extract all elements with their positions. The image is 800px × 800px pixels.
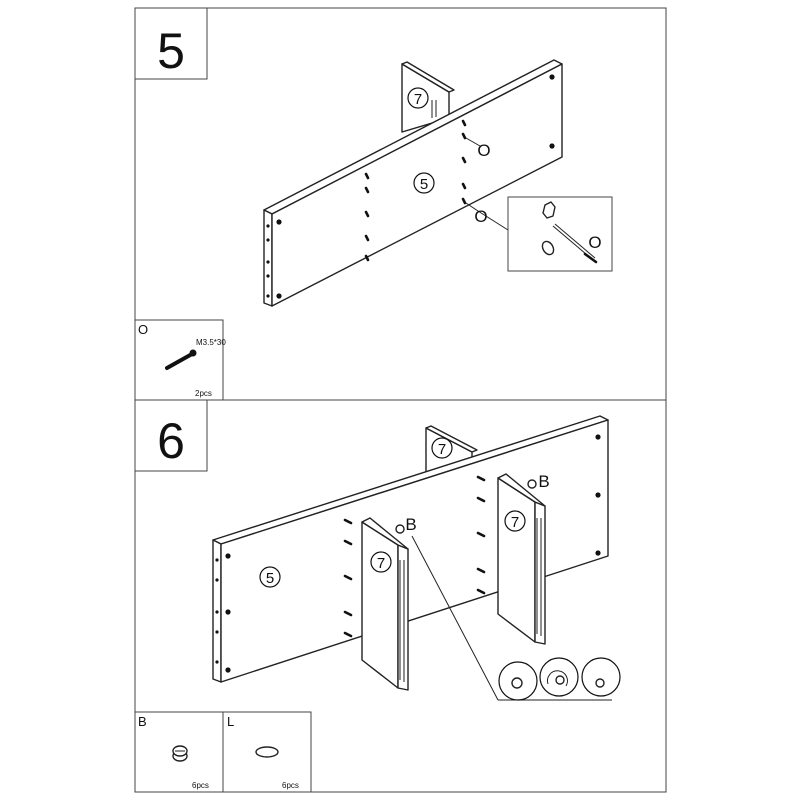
step-6-number-box (134, 399, 208, 472)
cam-lock-icon (527, 479, 537, 489)
side-panel-7-step5: 7 (401, 61, 455, 133)
dowel-icon (541, 240, 555, 256)
cam-callout-right: B (538, 472, 549, 491)
part-l-letter: L (227, 714, 234, 729)
part-b-qty: 6pcs (192, 781, 209, 790)
screw-icon (583, 252, 598, 264)
step-5: 5 7 (134, 7, 613, 401)
part-box-l: L 6pcs (222, 711, 312, 793)
cam-lock-icon (395, 524, 405, 534)
screw-o-callout-1: O (477, 141, 490, 160)
side-panel-right-step6: 7 (497, 473, 546, 645)
part-o-letter: O (138, 322, 148, 337)
part-o-qty: 2pcs (195, 389, 212, 398)
cam-locked-detail-icon (581, 657, 621, 697)
cam-callout-left: B (405, 515, 416, 534)
step-5-number: 5 (157, 23, 185, 79)
label-circle (413, 172, 435, 194)
cam-lock-detail (498, 657, 621, 701)
cap-part-icon (255, 746, 279, 758)
top-panel-5-step6: 5 (212, 415, 609, 683)
side-panel-label: 7 (414, 91, 422, 108)
side-panel-left-step6: 7 (361, 517, 409, 691)
detail-screw-o-label: O (588, 233, 601, 252)
label-circle (407, 87, 429, 109)
back-panel-label: 7 (438, 441, 446, 458)
step-5-number-box (134, 7, 208, 80)
step-6-number: 6 (157, 413, 185, 469)
part-box-b: B 6pcs (134, 711, 224, 793)
side-panel-right-label: 7 (511, 514, 519, 531)
side-panel-left-label: 7 (377, 555, 385, 572)
step-6: 6 7 5 (134, 399, 621, 793)
part-box-o: O M3.5*30 2pcs (134, 319, 226, 401)
part-o-size: M3.5*30 (196, 338, 226, 347)
screw-o-callout-2: O (474, 207, 487, 226)
top-panel-label: 5 (420, 176, 428, 193)
cam-bolt-icon (542, 201, 556, 219)
screw-detail-inset: O (507, 196, 613, 272)
screw-part-icon (165, 352, 194, 370)
top-panel-label: 5 (266, 570, 274, 587)
part-l-qty: 6pcs (282, 781, 299, 790)
part-b-letter: B (138, 714, 147, 729)
top-panel-5-step5: 5 (263, 59, 563, 307)
